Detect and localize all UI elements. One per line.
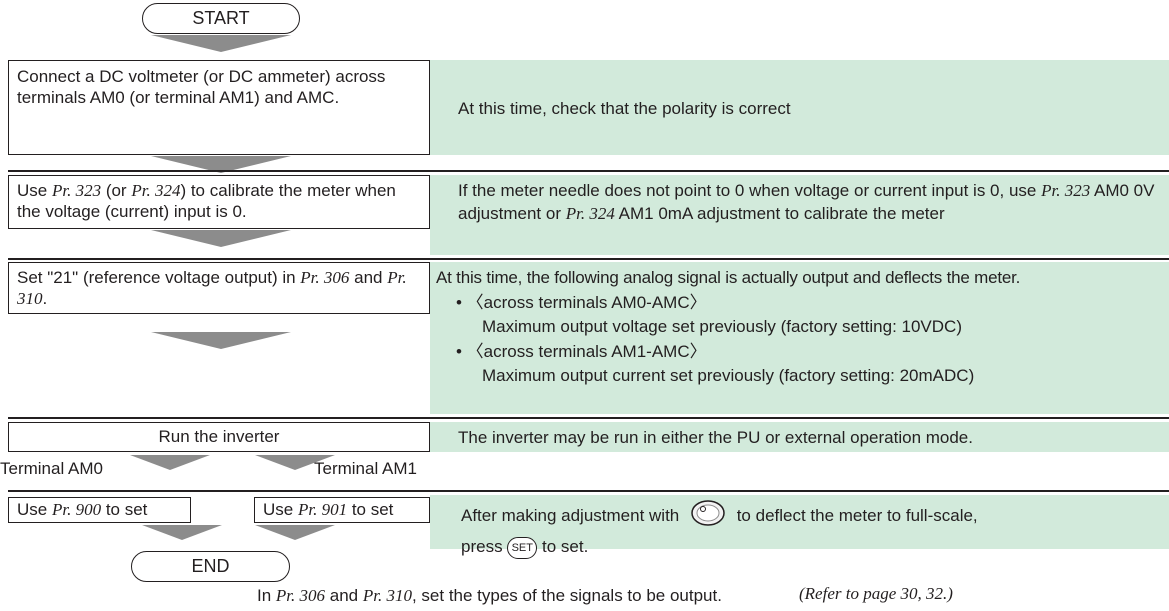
step-5-right-pr901: Pr. 901 [297, 500, 348, 519]
step-5-left-pr900: Pr. 900 [51, 500, 102, 519]
step-5-right-box: Use Pr. 901 to set [254, 497, 430, 523]
footer-text-c: , set the types of the signals to be out… [411, 586, 722, 605]
note-4-text: The inverter may be run in either the PU… [458, 428, 973, 447]
step-4-text: Run the inverter [158, 427, 280, 446]
note-2: If the meter needle does not point to 0 … [458, 179, 1166, 225]
note-5-text-a: After making adjustment with [461, 505, 684, 525]
footer-text-b: and [325, 586, 363, 605]
step-4-box: Run the inverter [8, 422, 430, 452]
start-label: START [192, 8, 250, 28]
note-1-text: At this time, check that the polarity is… [458, 99, 791, 118]
note-2-text-a: If the meter needle does not point to 0 … [458, 181, 1042, 200]
step-3-box: Set "21" (reference voltage output) in P… [8, 262, 430, 314]
note-5: After making adjustment with to deflect … [461, 499, 978, 559]
note-3: At this time, the following analog signa… [436, 266, 1169, 389]
flow-arrow [255, 455, 335, 470]
page-reference: (Refer to page 30, 32.) [799, 584, 953, 603]
step-2-pr323: Pr. 323 [51, 181, 102, 200]
note-2-pr324: Pr. 324 [565, 204, 615, 223]
branch-right-label: Terminal AM1 [314, 459, 417, 478]
note-3-sub2: Maximum output current set previously (f… [482, 366, 975, 385]
dial-icon [688, 499, 728, 534]
note-1-panel [430, 60, 1169, 155]
row-separator [8, 258, 1169, 260]
flow-arrow [151, 35, 291, 52]
step-1-text: Connect a DC voltmeter (or DC ammeter) a… [17, 67, 386, 107]
set-key-icon: SET [507, 536, 538, 559]
note-3-line1: At this time, the following analog signa… [436, 268, 1021, 287]
note-2-text-b: AM0 0V adjustment or [458, 181, 1155, 223]
step-5-right-text-a: Use [263, 500, 298, 519]
step-2-text-c: ) to calibrate the meter when the voltag… [17, 181, 396, 221]
step-3-text-a: Set "21" (reference voltage output) in [17, 268, 301, 287]
step-2-box: Use Pr. 323 (or Pr. 324) to calibrate th… [8, 175, 430, 229]
row-separator [8, 490, 1169, 492]
flow-arrow [151, 156, 291, 173]
step-5-left-text-b: to set [101, 500, 148, 519]
note-3-sub1: Maximum output voltage set previously (f… [482, 317, 962, 336]
footer-pr310: Pr. 310 [362, 586, 412, 605]
step-3-pr310: Pr. 310 [17, 268, 407, 308]
step-2-text-a: Use [17, 181, 52, 200]
footer-pr306: Pr. 306 [275, 586, 326, 605]
flow-arrow [130, 455, 210, 470]
note-2-pr323: Pr. 323 [1041, 181, 1091, 200]
note-3-panel [430, 262, 1169, 414]
step-2-text-b: (or [101, 181, 132, 200]
branch-left-label: Terminal AM0 [0, 459, 103, 478]
step-3-text-c: . [42, 289, 48, 308]
step-3-pr306: Pr. 306 [300, 268, 350, 287]
note-4: The inverter may be run in either the PU… [458, 426, 973, 449]
note-2-panel [430, 175, 1169, 255]
step-1-box: Connect a DC voltmeter (or DC ammeter) a… [8, 60, 430, 155]
note-5-text-b: to deflect the meter to full-scale, [731, 505, 978, 525]
step-5-left-box: Use Pr. 900 to set [8, 497, 191, 523]
note-5-text-d: to set. [537, 537, 589, 556]
footer-note: In Pr. 306 and Pr. 310, set the types of… [257, 586, 722, 606]
end-terminator: END [131, 551, 290, 582]
start-terminator: START [142, 3, 300, 34]
step-2-pr324: Pr. 324 [131, 181, 181, 200]
note-2-text-c: AM1 0mA adjustment to calibrate the mete… [614, 204, 945, 223]
note-3-bullet2: • 〈across terminals AM1-AMC〉 [456, 341, 707, 361]
row-separator [8, 417, 1169, 419]
note-3-bullet1: • 〈across terminals AM0-AMC〉 [456, 292, 707, 312]
row-separator [8, 170, 1169, 172]
note-5-panel [430, 495, 1169, 549]
flow-arrow [151, 230, 291, 247]
note-5-text-c: press [461, 537, 508, 556]
step-5-left-text-a: Use [17, 500, 52, 519]
flow-arrow [142, 525, 222, 540]
flow-arrow [151, 332, 291, 349]
step-5-right-text-b: to set [347, 500, 394, 519]
note-4-panel [430, 422, 1169, 452]
flow-arrow [255, 525, 335, 540]
end-label: END [191, 556, 230, 576]
footer-text-a: In [257, 586, 276, 605]
note-1: At this time, check that the polarity is… [458, 97, 791, 120]
step-3-text-b: and [349, 268, 388, 287]
